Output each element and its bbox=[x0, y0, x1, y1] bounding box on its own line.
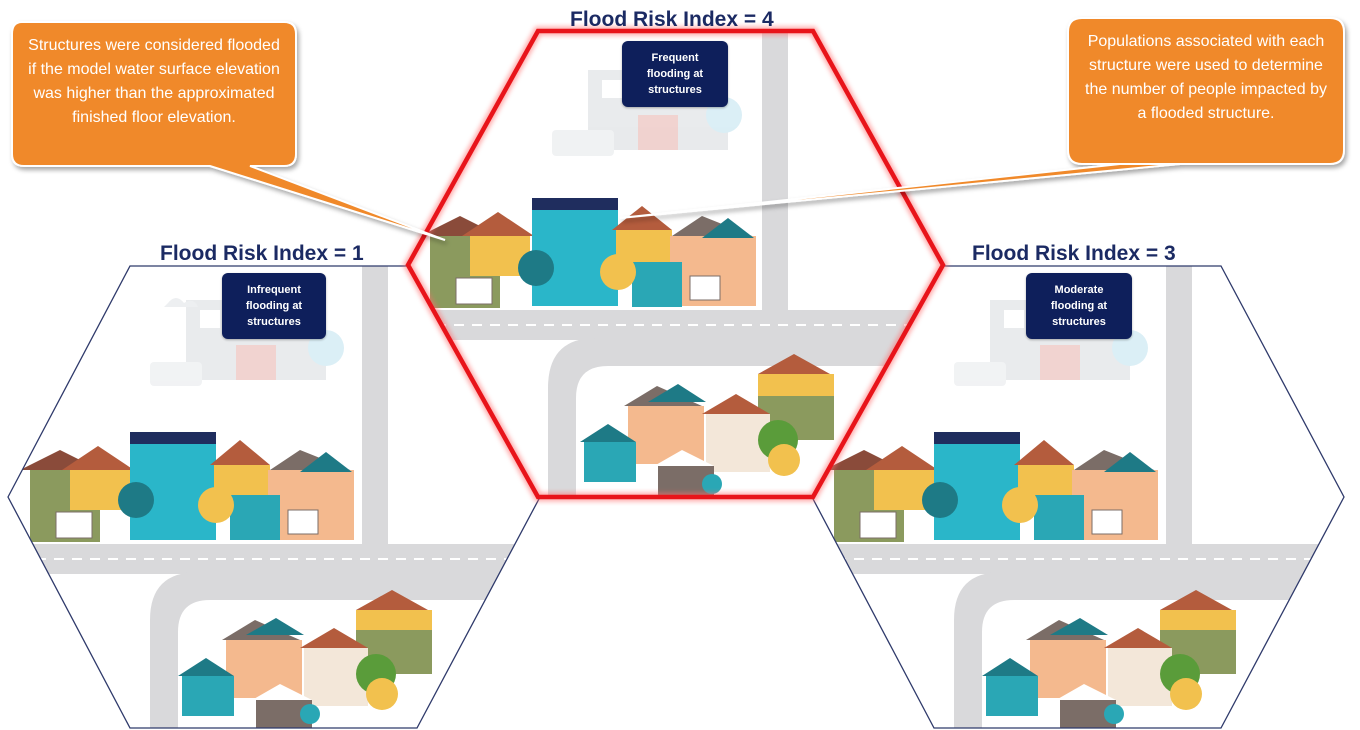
callout-flooded-structures: Structures were considered flooded if th… bbox=[28, 37, 280, 126]
callout-left-shape bbox=[11, 21, 446, 241]
badge-moderate-flooding: Moderate flooding at structures bbox=[1026, 273, 1132, 339]
house-cluster-lower bbox=[178, 590, 432, 728]
hex-panel-right bbox=[811, 265, 1345, 729]
house-cluster-upper bbox=[824, 432, 1158, 542]
badge-infrequent-flooding: Infrequent flooding at structures bbox=[222, 273, 326, 339]
callout-population-impact: Populations associated with each structu… bbox=[1085, 33, 1327, 122]
highlight-border bbox=[405, 28, 946, 500]
house-cluster-upper bbox=[20, 432, 354, 542]
badge-frequent-flooding: Frequent flooding at structures bbox=[622, 41, 728, 107]
house-cluster-lower bbox=[580, 354, 834, 496]
house-cluster-upper bbox=[420, 198, 756, 308]
hex-panel-center bbox=[402, 26, 949, 502]
house-cluster-lower bbox=[982, 590, 1236, 728]
callout-right-shape bbox=[619, 17, 1345, 219]
panel-title-moderate: Flood Risk Index = 3 bbox=[972, 242, 1176, 265]
panel-title-infrequent: Flood Risk Index = 1 bbox=[160, 242, 364, 265]
panel-title-frequent: Flood Risk Index = 4 bbox=[570, 8, 774, 31]
